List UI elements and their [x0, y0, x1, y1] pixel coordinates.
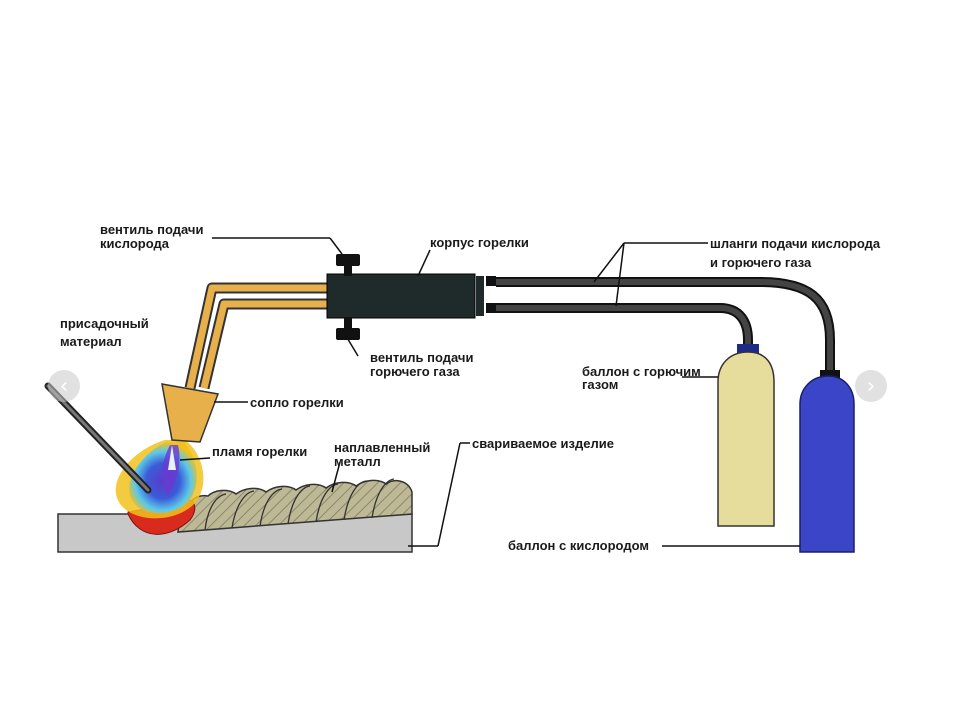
chevron-left-icon[interactable]: ‹	[48, 370, 80, 402]
label-fuel-valve-line2: горючего газа	[370, 364, 460, 379]
hoses	[496, 277, 835, 372]
label-weld-metal-line1: наплавленный	[334, 440, 430, 455]
leader-lines	[179, 237, 800, 547]
oxygen-valve	[336, 254, 360, 276]
label-filler-line2: материал	[60, 334, 122, 349]
torch-body	[326, 273, 496, 319]
oxygen-cylinder	[799, 370, 855, 553]
label-torch-body: корпус горелки	[430, 235, 529, 250]
label-oxygen-valve-line1: вентиль подачи	[100, 222, 203, 237]
label-workpiece: свариваемое изделие	[472, 436, 614, 451]
chevron-right-icon[interactable]: ›	[855, 370, 887, 402]
torch-flame	[115, 440, 204, 519]
fuel-gas-cylinder	[717, 344, 775, 527]
torch-tubes	[184, 282, 330, 390]
label-weld-metal-line2: металл	[334, 454, 381, 469]
label-oxygen-valve-line2: кислорода	[100, 236, 170, 251]
label-nozzle: сопло горелки	[250, 395, 344, 410]
label-hoses-line1: шланги подачи кислорода	[710, 236, 881, 251]
label-filler-line1: присадочный	[60, 316, 149, 331]
labels: вентиль подачи кислорода корпус горелки …	[60, 222, 881, 553]
fuel-valve	[336, 318, 360, 340]
torch-nozzle	[161, 383, 220, 443]
label-fuel-cylinder-line1: баллон с горючим	[582, 364, 701, 379]
label-fuel-cylinder-line2: газом	[582, 377, 618, 392]
weld-metal-beads	[177, 478, 413, 533]
label-hoses-line2: и горючего газа	[710, 255, 812, 270]
label-fuel-valve-line1: вентиль подачи	[370, 350, 473, 365]
label-oxygen-cylinder: баллон с кислородом	[508, 538, 649, 553]
label-flame: пламя горелки	[212, 444, 307, 459]
